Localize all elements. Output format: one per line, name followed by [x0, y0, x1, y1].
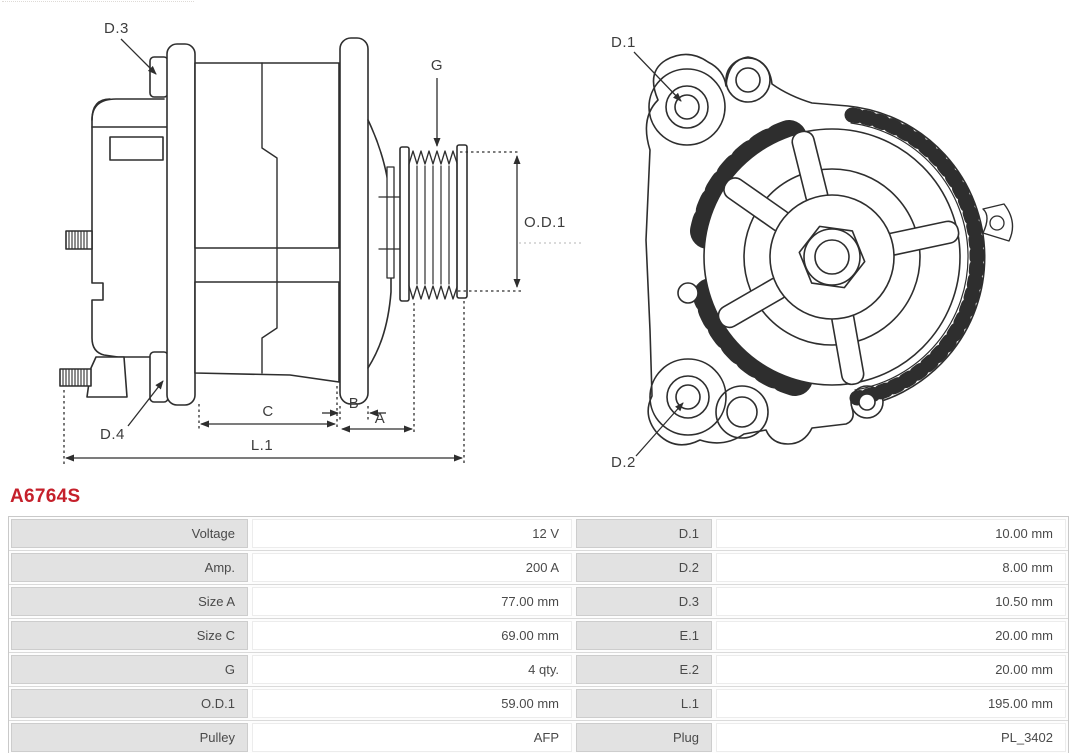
label-d1: D.1: [611, 34, 636, 51]
spec-value: 8.00 mm: [716, 553, 1066, 582]
spec-label: G: [11, 655, 248, 684]
front-view: [645, 53, 1014, 446]
technical-drawing: D.3 D.4 G O.D.1 C B A L.1: [59, 20, 1014, 471]
spec-label: E.1: [576, 621, 712, 650]
spec-value: 200 A: [252, 553, 572, 582]
label-b: B: [349, 395, 360, 412]
spec-row-g: G 4 qty. E.2 20.00 mm: [9, 653, 1068, 687]
spec-row-voltage: Voltage 12 V D.1 10.00 mm: [9, 517, 1068, 551]
bottom-boss: [715, 385, 769, 439]
spec-label: D.1: [576, 519, 712, 548]
spec-row-amp: Amp. 200 A D.2 8.00 mm: [9, 551, 1068, 585]
side-view: [59, 37, 468, 406]
spec-label: Voltage: [11, 519, 248, 548]
spec-label: Size C: [11, 621, 248, 650]
spec-label: L.1: [576, 689, 712, 718]
label-d3: D.3: [104, 20, 129, 37]
spec-label: D.3: [576, 587, 712, 616]
spec-value: 77.00 mm: [252, 587, 572, 616]
spokes: [717, 130, 960, 386]
spec-value: 20.00 mm: [716, 655, 1066, 684]
spec-label: O.D.1: [11, 689, 248, 718]
spec-value: 195.00 mm: [716, 689, 1066, 718]
bottom-left-ear: [649, 358, 727, 436]
spec-label: Pulley: [11, 723, 248, 752]
spec-value: 12 V: [252, 519, 572, 548]
label-d4: D.4: [100, 426, 125, 443]
top-left-ear: [648, 68, 726, 146]
spec-row-size-c: Size C 69.00 mm E.1 20.00 mm: [9, 619, 1068, 653]
spec-value: AFP: [252, 723, 572, 752]
label-d2: D.2: [611, 454, 636, 471]
spec-value: 20.00 mm: [716, 621, 1066, 650]
spec-row-od1: O.D.1 59.00 mm L.1 195.00 mm: [9, 687, 1068, 721]
spec-label: E.2: [576, 655, 712, 684]
side-view-dimensions: [63, 38, 583, 464]
spec-row-size-a: Size A 77.00 mm D.3 10.50 mm: [9, 585, 1068, 619]
label-od1: O.D.1: [524, 214, 566, 231]
spec-table: Voltage 12 V D.1 10.00 mm Amp. 200 A D.2…: [8, 516, 1069, 753]
cropped-logo-artifact: [2, 1, 194, 7]
pulley: [399, 144, 468, 302]
label-a: A: [375, 410, 386, 427]
part-number: A6764S: [10, 486, 81, 507]
upper-stud: [65, 230, 93, 250]
front-view-callouts: [633, 51, 684, 457]
stator-body: [194, 62, 340, 383]
spec-label: Size A: [11, 587, 248, 616]
spec-value: 4 qty.: [252, 655, 572, 684]
technical-drawing-svg: D.3 D.4 G O.D.1 C B A L.1: [59, 20, 1014, 471]
label-g: G: [431, 57, 443, 74]
spec-row-pulley: Pulley AFP Plug PL_3402: [9, 721, 1068, 753]
rear-flange: [149, 43, 196, 406]
spec-label: Amp.: [11, 553, 248, 582]
pulley-face: [703, 128, 961, 386]
spec-value: 10.00 mm: [716, 519, 1066, 548]
top-boss: [725, 57, 771, 103]
rear-housing: [91, 98, 168, 358]
label-l1: L.1: [251, 437, 273, 454]
spec-value: 10.50 mm: [716, 587, 1066, 616]
shaft-cone: [367, 119, 403, 369]
spec-label: Plug: [576, 723, 712, 752]
front-flange: [339, 37, 369, 405]
fin-ring: [844, 107, 985, 406]
spec-label: D.2: [576, 553, 712, 582]
shaft-nut: [798, 225, 866, 289]
spec-value: PL_3402: [716, 723, 1066, 752]
spec-value: 59.00 mm: [252, 689, 572, 718]
spec-value: 69.00 mm: [252, 621, 572, 650]
label-c: C: [262, 403, 273, 420]
terminal-boss: [59, 356, 128, 398]
